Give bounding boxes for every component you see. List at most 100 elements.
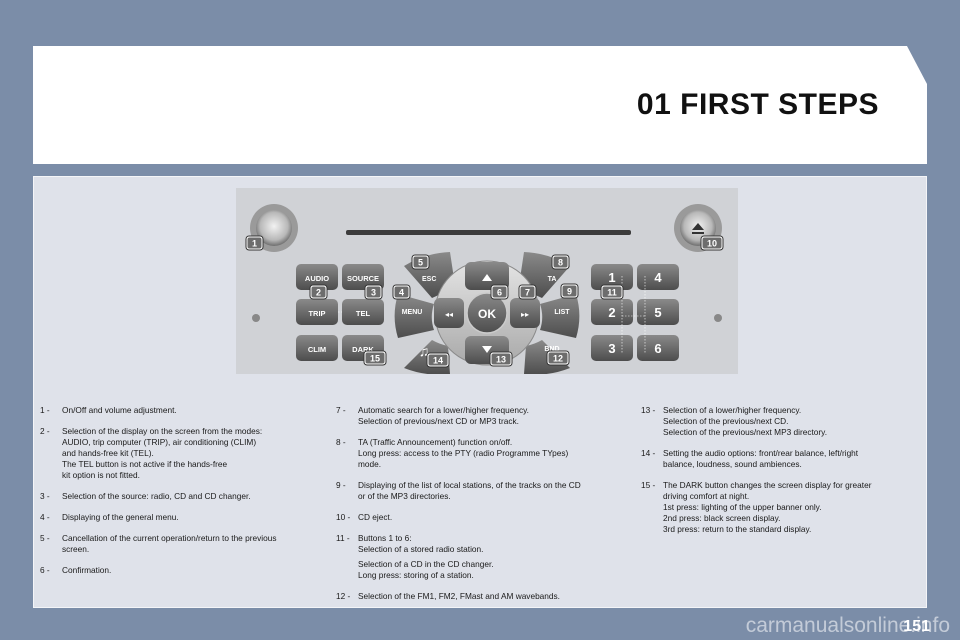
watermark: carmanualsonline.info xyxy=(745,614,950,637)
svg-text:4: 4 xyxy=(399,288,404,298)
svg-text:6: 6 xyxy=(497,288,502,298)
audio-button-label: AUDIO xyxy=(305,274,329,283)
legend-number: 3 - xyxy=(40,491,50,501)
callout-8: 8 xyxy=(551,254,570,270)
legend-number: 4 - xyxy=(40,512,50,522)
callout-14: 14 xyxy=(426,352,450,368)
page-number: 151 xyxy=(903,618,930,635)
svg-text:13: 13 xyxy=(496,355,506,365)
audio-button[interactable] xyxy=(296,264,338,290)
preset-2-label: 2 xyxy=(608,305,615,320)
legend-text: TA (Traffic Announcement) function on/of… xyxy=(358,437,569,469)
legend-text: Automatic search for a lower/higher freq… xyxy=(358,405,529,426)
legend-text: Displaying of the list of local stations… xyxy=(358,480,581,501)
legend-number: 9 - xyxy=(336,480,346,490)
svg-text:8: 8 xyxy=(558,258,563,268)
list-button-label: LIST xyxy=(554,309,570,316)
callout-3: 3 xyxy=(364,284,383,300)
legend-number: 8 - xyxy=(336,437,346,447)
music-note-icon: ♫ xyxy=(419,343,430,359)
callout-9: 9 xyxy=(560,283,579,299)
svg-text:5: 5 xyxy=(418,258,423,268)
ta-button-label: TA xyxy=(548,276,557,283)
bnd-button-label: BND xyxy=(544,346,559,353)
legend-item: 5 - Cancellation of the current operation… xyxy=(40,533,320,555)
preset-2-button[interactable] xyxy=(591,299,633,325)
callout-badges: 1 2 3 4 5 6 7 8 9 10 11 12 13 14 15 xyxy=(245,235,724,368)
callout-4: 4 xyxy=(392,284,411,300)
legend-number: 13 - xyxy=(641,405,656,415)
svg-text:14: 14 xyxy=(433,356,443,366)
preset-buttons: 1 4 2 5 3 6 xyxy=(591,264,679,361)
legend-number: 10 - xyxy=(336,512,351,522)
seek-back-button[interactable] xyxy=(434,298,464,328)
legend-item: 11 - Buttons 1 to 6: Selection of a store… xyxy=(336,533,626,555)
screw-left xyxy=(252,314,260,322)
legend-item: 7 - Automatic search for a lower/higher f… xyxy=(336,405,626,427)
trip-button[interactable] xyxy=(296,299,338,325)
source-button[interactable] xyxy=(342,264,384,290)
preset-1-button[interactable] xyxy=(591,264,633,290)
legend-number: 11 - xyxy=(336,533,350,543)
clim-button[interactable] xyxy=(296,335,338,361)
preset-5-button[interactable] xyxy=(637,299,679,325)
legend-number: 14 - xyxy=(641,448,656,458)
preset-6-button[interactable] xyxy=(637,335,679,361)
svg-text:1: 1 xyxy=(252,239,257,249)
legend-text: The DARK button changes the screen displ… xyxy=(663,480,872,534)
left-button-block: AUDIO SOURCE TRIP TEL CLIM DARK xyxy=(296,264,384,361)
arrow-down-icon xyxy=(482,346,492,353)
legend-number: 5 - xyxy=(40,533,50,543)
svg-text:11: 11 xyxy=(607,288,617,298)
preset-6-label: 6 xyxy=(654,341,661,356)
tel-button[interactable] xyxy=(342,299,384,325)
legend-number: 12 - xyxy=(336,591,351,601)
callout-2: 2 xyxy=(309,284,328,300)
legend-text: On/Off and volume adjustment. xyxy=(62,405,177,415)
trip-button-label: TRIP xyxy=(308,309,325,318)
cd-slot xyxy=(346,230,631,235)
svg-text:7: 7 xyxy=(525,288,530,298)
menu-button-label: MENU xyxy=(402,309,423,316)
legend-number: 2 - xyxy=(40,426,50,436)
arrow-up-icon xyxy=(482,274,492,281)
seek-forward-icon: ▸▸ xyxy=(521,310,529,319)
list-button[interactable] xyxy=(540,294,580,338)
legend-text: Confirmation. xyxy=(62,565,112,575)
legend-item: 15 - The DARK button changes the screen d… xyxy=(641,480,901,535)
legend-text: Cancellation of the current operation/re… xyxy=(62,533,277,554)
callout-1: 1 xyxy=(245,235,264,251)
radio-illustration: AUDIO SOURCE TRIP TEL CLIM DARK ESC MENU… xyxy=(236,188,738,374)
svg-text:12: 12 xyxy=(553,354,563,364)
legend-item: 14 -Setting the audio options: front/rea… xyxy=(641,448,901,470)
legend-text: Selection of a lower/higher frequency. S… xyxy=(663,405,828,437)
legend-column-2: 7 - Automatic search for a lower/higher f… xyxy=(336,405,626,612)
legend-text: Buttons 1 to 6: Selection of a stored ra… xyxy=(358,533,484,554)
legend-number: 1 - xyxy=(40,405,50,415)
header-banner: 01 FIRST STEPS xyxy=(33,46,927,164)
legend-number: 7 - xyxy=(336,405,346,415)
legend-text: Selection of the FM1, FM2, FMast and AM … xyxy=(358,591,560,601)
callout-13: 13 xyxy=(489,351,513,367)
ok-button-label: OK xyxy=(478,307,496,321)
legend-column-1: 1 - On/Off and volume adjustment. 2 - Sele… xyxy=(40,405,320,586)
legend-text: CD eject. xyxy=(358,512,393,522)
callout-15: 15 xyxy=(363,350,387,366)
seek-forward-button[interactable] xyxy=(510,298,540,328)
radio-diagram: AUDIO SOURCE TRIP TEL CLIM DARK ESC MENU… xyxy=(236,188,738,374)
preset-3-button[interactable] xyxy=(591,335,633,361)
legend-text: Selection of the display on the screen f… xyxy=(62,426,263,480)
legend-number: 15 - xyxy=(641,480,656,490)
ok-button[interactable] xyxy=(466,292,508,334)
legend-text: Displaying of the general menu. xyxy=(62,512,179,522)
callout-10: 10 xyxy=(700,235,724,251)
callout-6: 6 xyxy=(490,284,509,300)
seek-back-icon: ◂◂ xyxy=(445,310,453,319)
preset-1-label: 1 xyxy=(608,270,615,285)
callout-5: 5 xyxy=(411,254,430,270)
preset-4-button[interactable] xyxy=(637,264,679,290)
menu-button[interactable] xyxy=(394,294,434,338)
svg-text:10: 10 xyxy=(707,239,717,249)
legend-item: 9 - Displaying of the list of local stati… xyxy=(336,480,626,502)
legend-subtext: Selection of a CD in the CD changer. Lon… xyxy=(358,559,494,580)
